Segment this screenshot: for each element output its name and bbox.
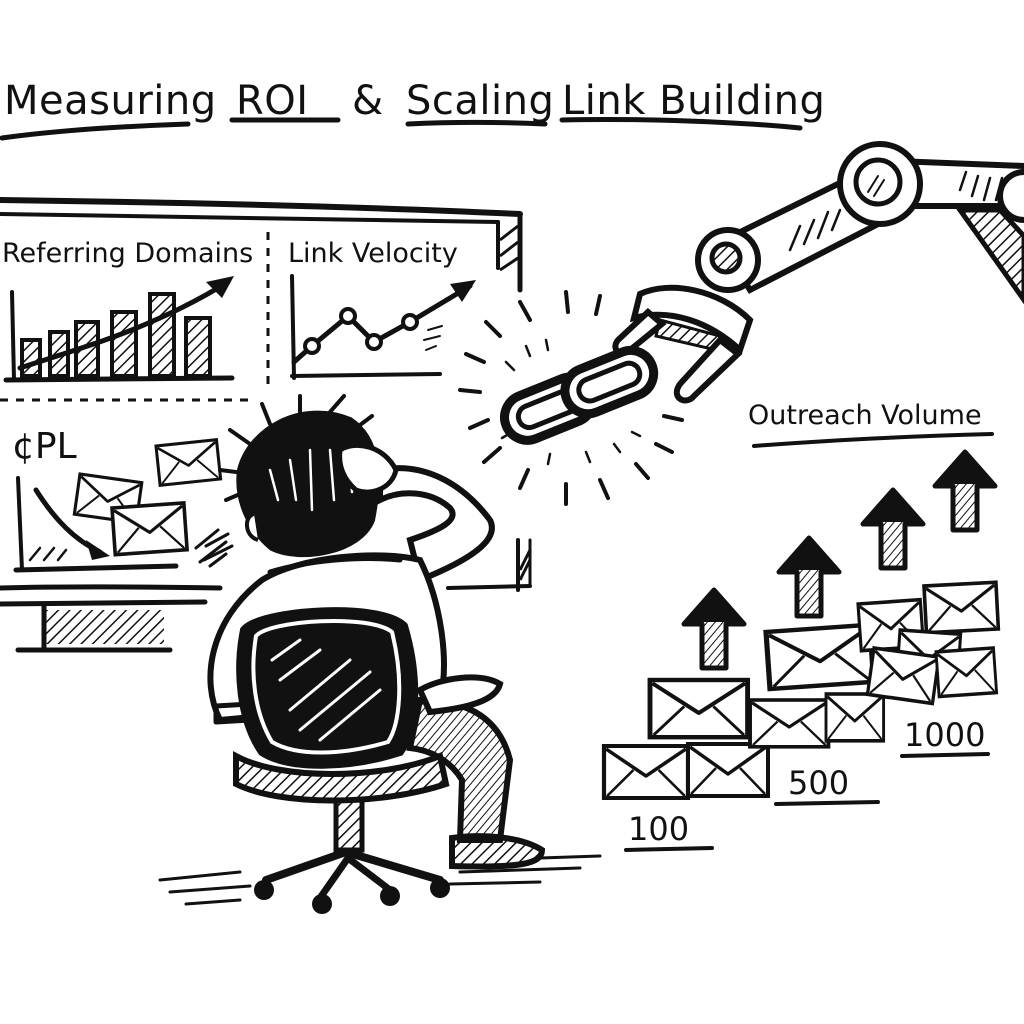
robot-arm: [612, 141, 1024, 404]
dashboard-board: [0, 197, 532, 653]
outreach-step-500: 500: [788, 764, 849, 802]
outreach-volume-chart: [604, 432, 1001, 852]
panel-label-cpl: ¢PL: [12, 426, 77, 467]
outreach-volume-label: Outreach Volume: [748, 400, 982, 431]
page-title-scaling: Scaling: [406, 78, 554, 124]
outreach-step-100: 100: [628, 810, 689, 848]
person-in-chair: [158, 394, 602, 914]
cpl-chart: [13, 438, 228, 573]
panel-label-link-velocity: Link Velocity: [288, 238, 458, 269]
page-title-roi: ROI: [236, 78, 309, 124]
outreach-step-1000: 1000: [904, 716, 985, 754]
chain-link: [458, 290, 684, 506]
page-title-link-building: Link Building: [562, 78, 825, 124]
referring-domains-chart: [3, 276, 235, 383]
panel-label-referring-domains: Referring Domains: [2, 238, 253, 269]
page-title-measuring: Measuring: [4, 78, 217, 124]
link-velocity-chart: [290, 274, 476, 380]
title-underlines: [0, 116, 803, 141]
page-title-ampersand: &: [352, 78, 384, 124]
